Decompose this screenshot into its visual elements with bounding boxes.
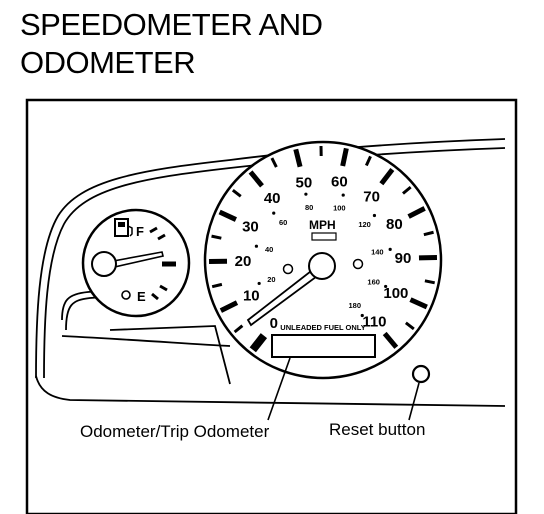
minor-tick [404, 321, 415, 331]
kmh-label: 120 [358, 220, 371, 229]
minor-tick [233, 324, 244, 334]
major-tick [382, 331, 399, 349]
kmh-dot [304, 192, 308, 196]
speedometer-ticks [208, 145, 438, 353]
minor-tick [270, 157, 278, 168]
mph-unit-label: MPH [309, 218, 336, 232]
title-line-2: ODOMETER [20, 45, 196, 80]
kmh-dot [341, 193, 345, 197]
kmh-dot [372, 213, 377, 218]
major-tick [218, 209, 237, 222]
minor-tick [211, 234, 222, 240]
mph-label: 20 [235, 253, 252, 270]
kmh-label: 180 [348, 301, 361, 310]
mph-label: 30 [242, 218, 259, 235]
major-tick [407, 206, 426, 219]
reset-callout: Reset button [329, 420, 426, 439]
warning-light-icon [121, 290, 131, 300]
reset-button[interactable] [411, 364, 431, 384]
kmh-label: 20 [267, 275, 275, 284]
fuel-tick [159, 284, 168, 292]
fuel-tick [157, 233, 166, 241]
kmh-scale: 20 40 60 80 100 120 140 160 180 [254, 192, 392, 318]
kmh-label: 100 [333, 203, 346, 212]
kmh-dot [388, 247, 392, 251]
mph-scale: 0 10 20 30 40 50 60 70 80 90 100 110 [235, 174, 412, 332]
fuel-tick [151, 292, 159, 301]
fuel-full-label: F [136, 224, 144, 239]
minor-tick [423, 230, 434, 237]
major-tick [379, 167, 395, 186]
major-tick [340, 147, 349, 167]
kmh-dot [272, 211, 276, 215]
kmh-label: 40 [265, 245, 273, 254]
unleaded-notice: UNLEADED FUEL ONLY [280, 323, 365, 332]
reset-leader-line [408, 382, 420, 421]
mph-label: 90 [395, 250, 412, 267]
speedometer: 0 10 20 30 40 50 60 70 80 90 100 110 20 40 60 80 100 120… [203, 140, 443, 380]
major-tick [219, 300, 239, 313]
mph-label: 10 [243, 288, 260, 305]
title-line-1: SPEEDOMETER AND [20, 7, 323, 42]
kmh-label: 160 [367, 277, 380, 286]
kmh-dot [360, 313, 364, 318]
mph-label: 100 [383, 285, 408, 302]
mph-label: 80 [386, 216, 403, 233]
fuel-empty-label: E [137, 289, 146, 304]
kmh-label: 140 [371, 247, 384, 256]
fuel-tick [149, 226, 158, 234]
kmh-label: 60 [279, 218, 287, 227]
mph-label: 60 [331, 174, 348, 191]
fuel-gauge-hub [91, 251, 117, 277]
mph-label: 110 [362, 313, 386, 330]
minor-tick [231, 189, 242, 198]
minor-tick [402, 185, 412, 195]
indicator-light [311, 232, 337, 241]
mph-label: 40 [264, 190, 281, 207]
mph-label: 50 [296, 174, 313, 191]
indicator-lamp-left [282, 263, 294, 275]
diagram-frame [25, 98, 518, 514]
mph-label: 70 [363, 188, 380, 205]
minor-tick [211, 282, 223, 289]
speedometer-hub [308, 252, 336, 280]
minor-tick [364, 155, 372, 167]
fuel-pump-icon [114, 218, 133, 237]
kmh-dot [254, 244, 259, 248]
kmh-label: 80 [305, 203, 313, 212]
major-tick [293, 148, 303, 168]
kmh-dot [384, 284, 388, 289]
mph-label: 0 [270, 315, 278, 332]
odometer-display [271, 334, 376, 358]
major-tick [249, 333, 268, 353]
page-title: SPEEDOMETER AND ODOMETER [20, 6, 323, 82]
major-tick [409, 297, 428, 310]
kmh-dot [257, 281, 261, 286]
odometer-leader-line [267, 357, 291, 421]
indicator-lamp-right [352, 258, 364, 270]
fuel-gauge: F E [81, 208, 191, 318]
odometer-callout: Odometer/Trip Odometer [80, 422, 270, 441]
minor-tick [424, 279, 435, 285]
major-tick [248, 170, 264, 188]
